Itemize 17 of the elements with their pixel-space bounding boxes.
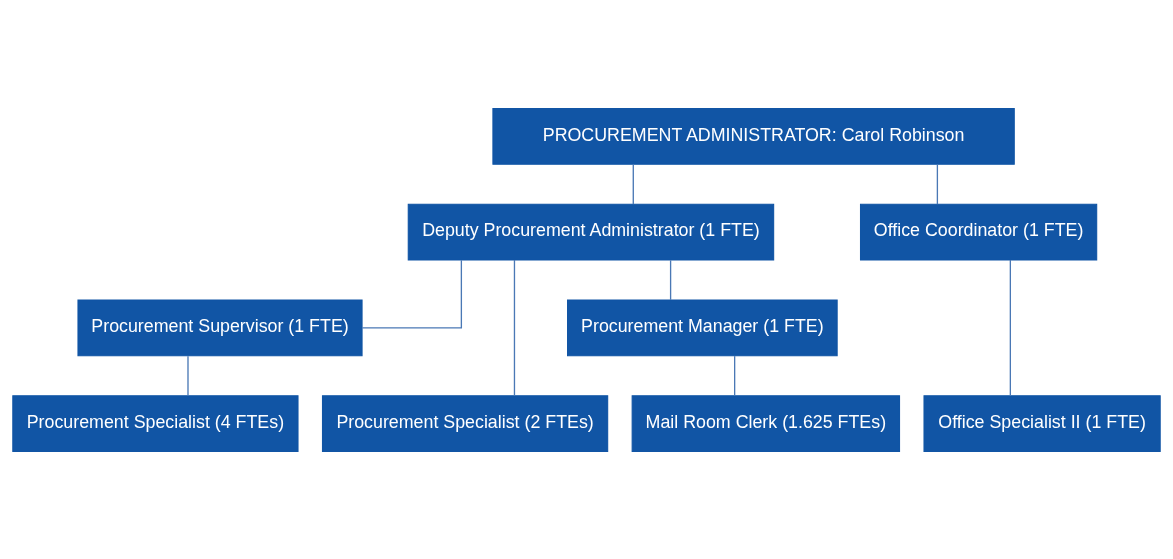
node-box: Procurement Specialist (4 FTEs) [12, 394, 299, 452]
connector [187, 354, 189, 396]
node-box: Office Coordinator (1 FTE) [859, 203, 1098, 260]
node-box: Procurement Supervisor (1 FTE) [77, 299, 363, 356]
node-box: Deputy Procurement Administrator (1 FTE) [407, 203, 775, 260]
connector [361, 259, 463, 329]
node-box: Procurement Manager (1 FTE) [567, 299, 838, 356]
connector [1009, 258, 1011, 396]
connector [513, 258, 516, 396]
connector [734, 354, 736, 396]
node-box: Office Specialist II (1 FTE) [923, 394, 1161, 452]
node-box: PROCUREMENT ADMINISTRATOR: Carol Robinson [492, 107, 1015, 165]
node-box: Procurement Specialist (2 FTEs) [321, 394, 609, 452]
connector [936, 163, 939, 205]
node-box: Mail Room Clerk (1.625 FTEs) [631, 394, 901, 452]
connector [632, 163, 634, 205]
connector [669, 259, 672, 301]
